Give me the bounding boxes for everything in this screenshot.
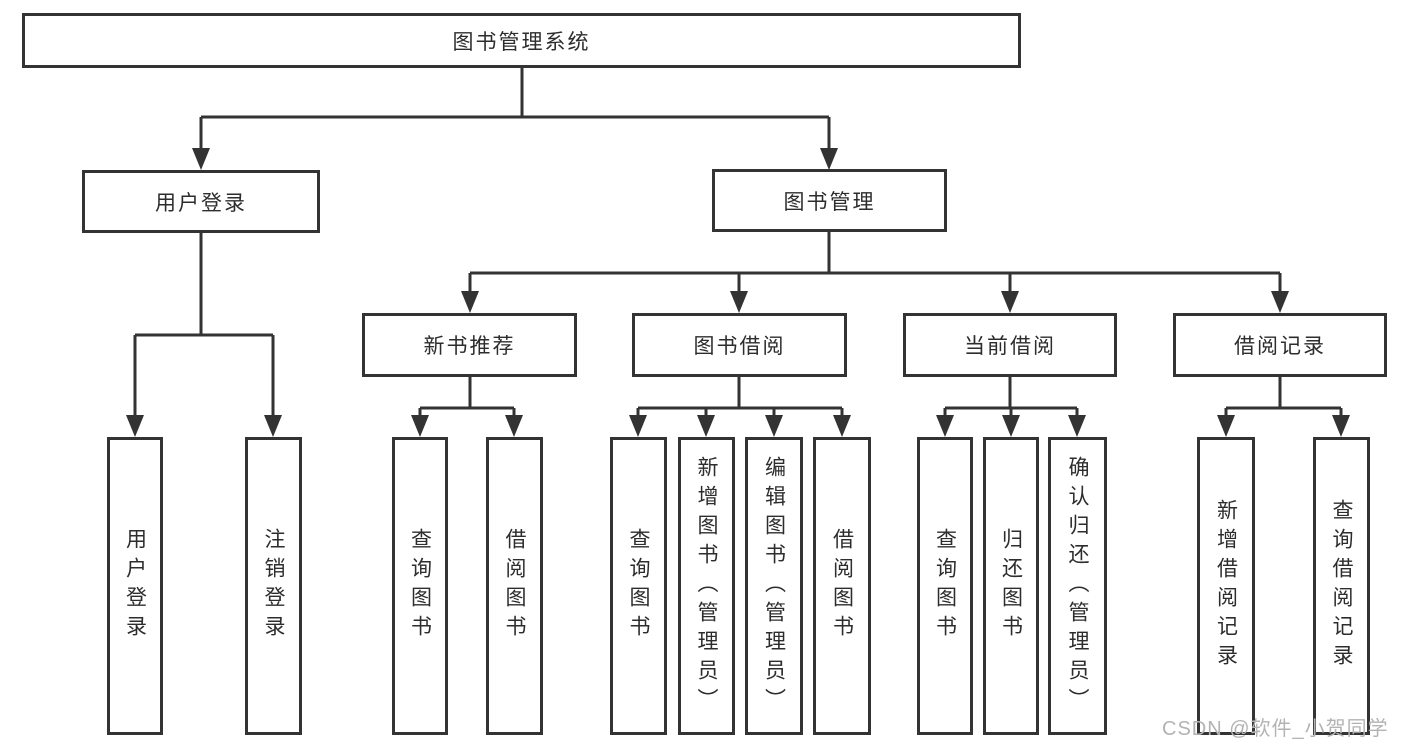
node-label: 注销登录	[262, 528, 285, 644]
node-label: 用户登录	[123, 528, 147, 644]
node-label: 确认归还（管理员）	[1066, 455, 1089, 717]
node-current-borrowing: 当前借阅	[903, 313, 1117, 377]
leaf-query-borrow-record: 查询借阅记录	[1313, 437, 1370, 735]
leaf-user-login: 用户登录	[107, 437, 163, 735]
node-label: 新增图书（管理员）	[695, 455, 718, 717]
node-label: 归还图书	[999, 528, 1023, 644]
node-label: 借阅图书	[503, 528, 526, 644]
leaf-return-books: 归还图书	[983, 437, 1039, 735]
node-label: 查询图书	[933, 528, 957, 644]
leaf-add-books-admin: 新增图书（管理员）	[678, 437, 735, 735]
leaf-confirm-return-admin: 确认归还（管理员）	[1048, 437, 1107, 735]
node-label: 新增借阅记录	[1214, 499, 1238, 673]
node-new-book-recommend: 新书推荐	[362, 313, 577, 377]
leaf-borrow-books-1: 借阅图书	[486, 437, 543, 735]
leaf-borrow-books-2: 借阅图书	[813, 437, 871, 735]
node-book-management: 图书管理	[712, 169, 947, 232]
leaf-edit-books-admin: 编辑图书（管理员）	[745, 437, 803, 735]
node-borrowing-records: 借阅记录	[1173, 313, 1387, 377]
node-label: 查询借阅记录	[1330, 499, 1353, 673]
watermark: CSDN @软件_小贺同学	[1162, 718, 1389, 740]
node-label: 编辑图书（管理员）	[762, 455, 786, 717]
node-book-management-system: 图书管理系统	[22, 13, 1021, 68]
node-user-login: 用户登录	[82, 170, 320, 233]
node-label: 借阅图书	[830, 528, 854, 644]
leaf-logout: 注销登录	[245, 437, 302, 735]
node-label: 查询图书	[408, 528, 432, 644]
node-book-borrowing: 图书借阅	[632, 313, 847, 377]
leaf-query-books-2: 查询图书	[610, 437, 667, 735]
leaf-query-books-3: 查询图书	[917, 437, 973, 735]
leaf-add-borrow-record: 新增借阅记录	[1197, 437, 1255, 735]
node-label: 查询图书	[627, 528, 650, 644]
leaf-query-books-1: 查询图书	[392, 437, 448, 735]
